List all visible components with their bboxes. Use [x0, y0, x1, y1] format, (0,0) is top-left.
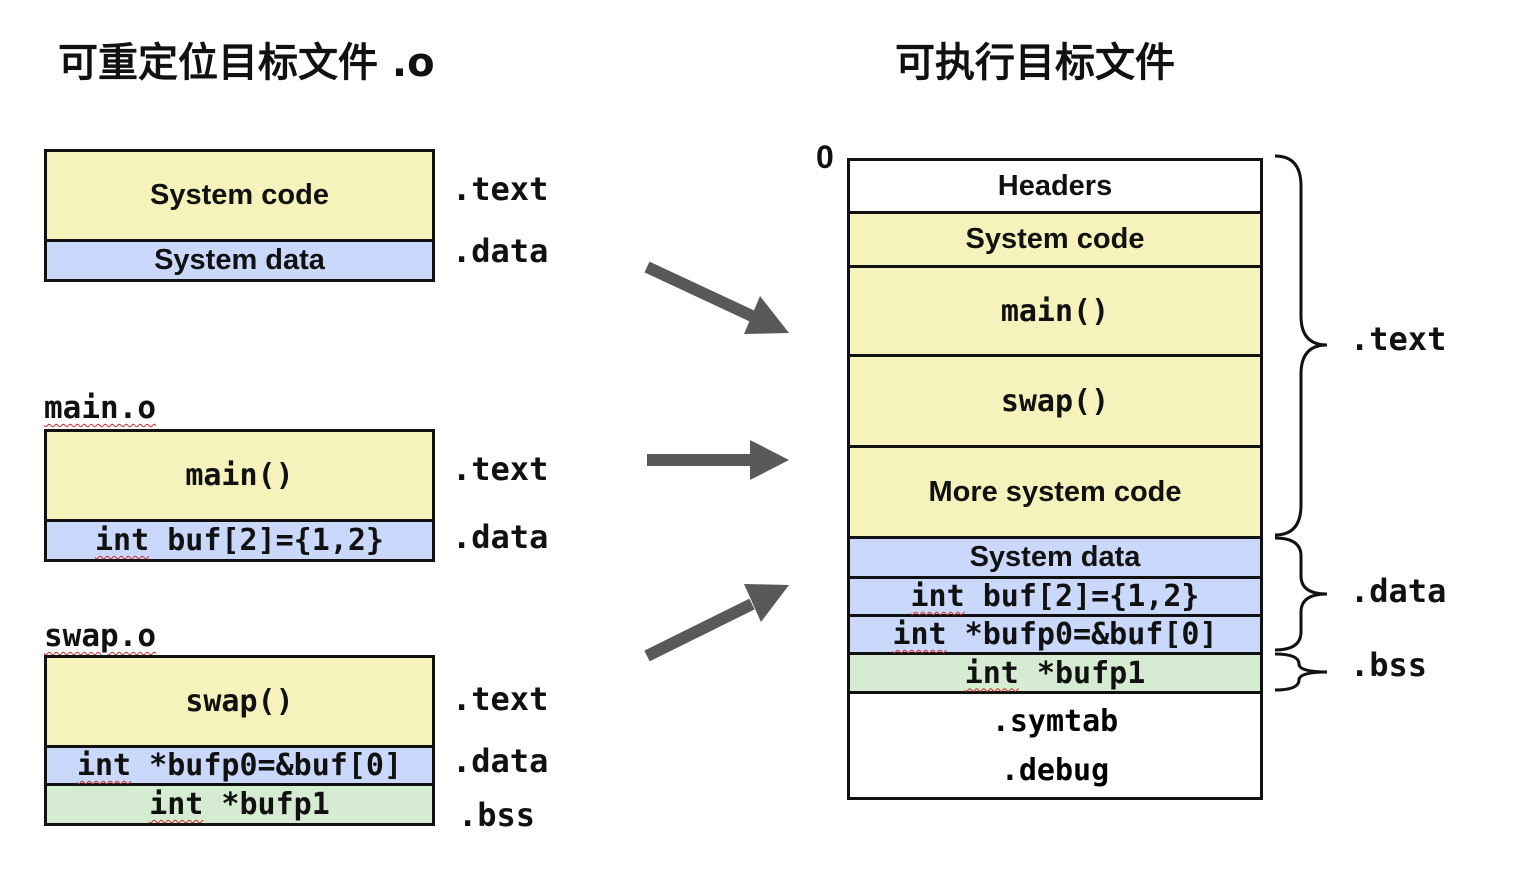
exe-system-code-section: System code	[850, 214, 1260, 268]
keyword-int: int	[95, 522, 150, 558]
bss-brace	[1274, 652, 1328, 692]
exe-system-data-section: System data	[850, 539, 1260, 579]
exe-buf-section: int buf[2]={1,2}	[850, 579, 1260, 617]
arrow-middle	[647, 440, 789, 480]
swap-bss-section: int *bufp1	[47, 785, 432, 823]
debug-label: .debug	[1000, 752, 1110, 788]
relocatable-title: 可重定位目标文件 .o	[58, 40, 435, 86]
decl-rest: buf[2]={1,2}	[149, 522, 384, 558]
decl-rest: *bufp0=&buf[0]	[946, 617, 1218, 652]
exe-data-brace-label: .data	[1350, 572, 1447, 610]
keyword-int: int	[964, 655, 1019, 691]
swap-data-section: int *bufp0=&buf[0]	[47, 747, 432, 786]
swap-data-label: .data	[452, 742, 549, 780]
keyword-int: int	[892, 617, 947, 652]
executable-title: 可执行目标文件	[895, 40, 1175, 86]
system-data-label: .data	[452, 232, 549, 270]
exe-bufp0-section: int *bufp0=&buf[0]	[850, 617, 1260, 655]
headers-section: Headers	[850, 161, 1260, 214]
system-data-section: System data	[47, 241, 432, 279]
swap-object-box: swap() int *bufp0=&buf[0] int *bufp1	[44, 655, 435, 826]
text-brace	[1274, 154, 1328, 537]
system-object-box: System code System data	[44, 149, 435, 282]
main-data-label: .data	[452, 518, 549, 556]
start-address-label: 0	[816, 139, 834, 175]
decl-rest: *bufp1	[203, 786, 330, 822]
swap-text-section: swap()	[47, 658, 432, 748]
data-brace	[1274, 536, 1328, 652]
decl-rest: *bufp0=&buf[0]	[131, 747, 403, 783]
exe-main-section: main()	[850, 268, 1260, 357]
exe-bufp1-section: int *bufp1	[850, 655, 1260, 694]
exe-more-code-section: More system code	[850, 448, 1260, 539]
keyword-int: int	[910, 579, 965, 614]
system-code-section: System code	[47, 152, 432, 242]
symtab-label: .symtab	[991, 703, 1119, 739]
decl-rest: *bufp1	[1018, 655, 1146, 691]
exe-symtab-debug-region: .symtab .debug	[850, 694, 1260, 797]
swap-bss-label: .bss	[458, 796, 536, 834]
keyword-int: int	[76, 747, 132, 783]
main-text-section: main()	[47, 432, 432, 522]
system-text-label: .text	[452, 170, 549, 208]
exe-text-brace-label: .text	[1350, 320, 1447, 358]
main-data-section: int buf[2]={1,2}	[47, 521, 432, 559]
exe-bss-brace-label: .bss	[1350, 646, 1428, 684]
main-text-label: .text	[452, 450, 549, 488]
swap-text-label: .text	[452, 680, 549, 718]
decl-rest: buf[2]={1,2}	[964, 579, 1200, 614]
arrow-bottom	[644, 584, 789, 662]
main-o-filename: main.o	[44, 390, 156, 426]
main-object-box: main() int buf[2]={1,2}	[44, 429, 435, 562]
exe-swap-section: swap()	[850, 357, 1260, 448]
keyword-int: int	[149, 786, 204, 822]
arrow-top	[644, 261, 789, 334]
swap-o-filename: swap.o	[44, 618, 156, 654]
executable-box: Headers System code main() swap() More s…	[847, 158, 1263, 800]
